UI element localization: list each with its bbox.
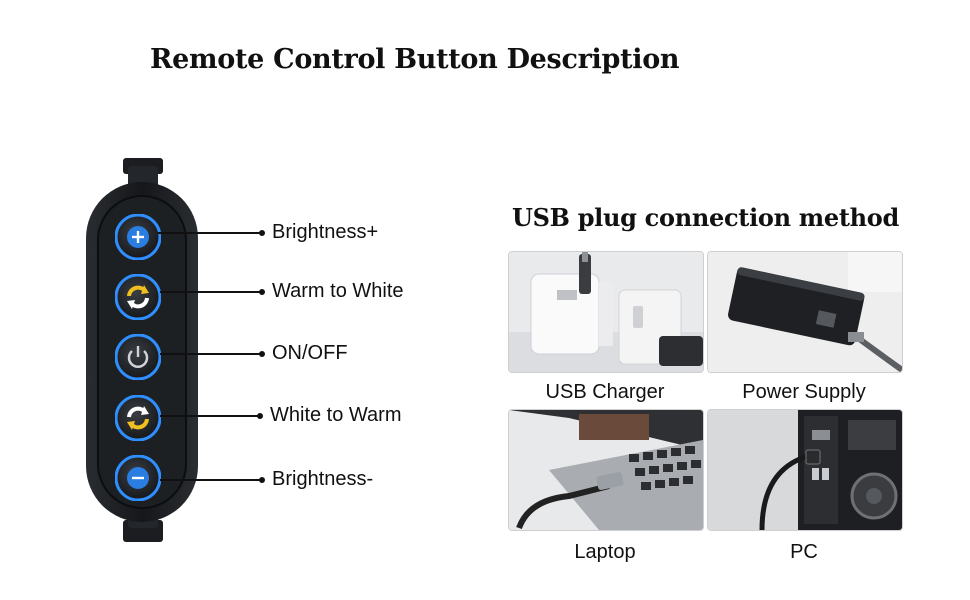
- label-on-off: ON/OFF: [272, 342, 348, 364]
- callout-line: [160, 289, 265, 295]
- label-brightness-plus: Brightness+: [272, 221, 379, 243]
- callout-line: [160, 351, 265, 357]
- caption-power-supply: Power Supply: [742, 381, 866, 403]
- laptop-photo: [508, 409, 704, 531]
- remote-button-power: [115, 334, 161, 380]
- remote-control: [78, 152, 208, 552]
- remote-button-warm-to-white: [115, 274, 161, 320]
- label-brightness-minus: Brightness-: [272, 468, 374, 490]
- remote-button-brightness-plus: [115, 214, 161, 260]
- caption-pc: PC: [790, 541, 818, 563]
- callout-line: [160, 413, 263, 419]
- caption-laptop: Laptop: [574, 541, 636, 563]
- label-warm-to-white: Warm to White: [272, 280, 404, 302]
- usb-section-title: USB plug connection method: [512, 203, 899, 232]
- power-icon: [115, 334, 161, 380]
- power-bank-photo: [707, 251, 903, 373]
- caption-usb-charger: USB Charger: [545, 381, 665, 403]
- remote-button-brightness-minus: [115, 455, 161, 501]
- usb-charger-photo: [508, 251, 704, 373]
- plus-icon: [115, 214, 161, 260]
- cycle-arrows-icon: [115, 274, 161, 320]
- minus-icon: [115, 455, 161, 501]
- pc-tower-photo: [707, 409, 903, 531]
- label-white-to-warm: White to Warm: [270, 404, 402, 426]
- page-title: Remote Control Button Description: [150, 44, 680, 75]
- callout-line: [158, 230, 265, 236]
- remote-button-white-to-warm: [115, 395, 161, 441]
- cycle-arrows-icon: [115, 395, 161, 441]
- callout-line: [160, 477, 265, 483]
